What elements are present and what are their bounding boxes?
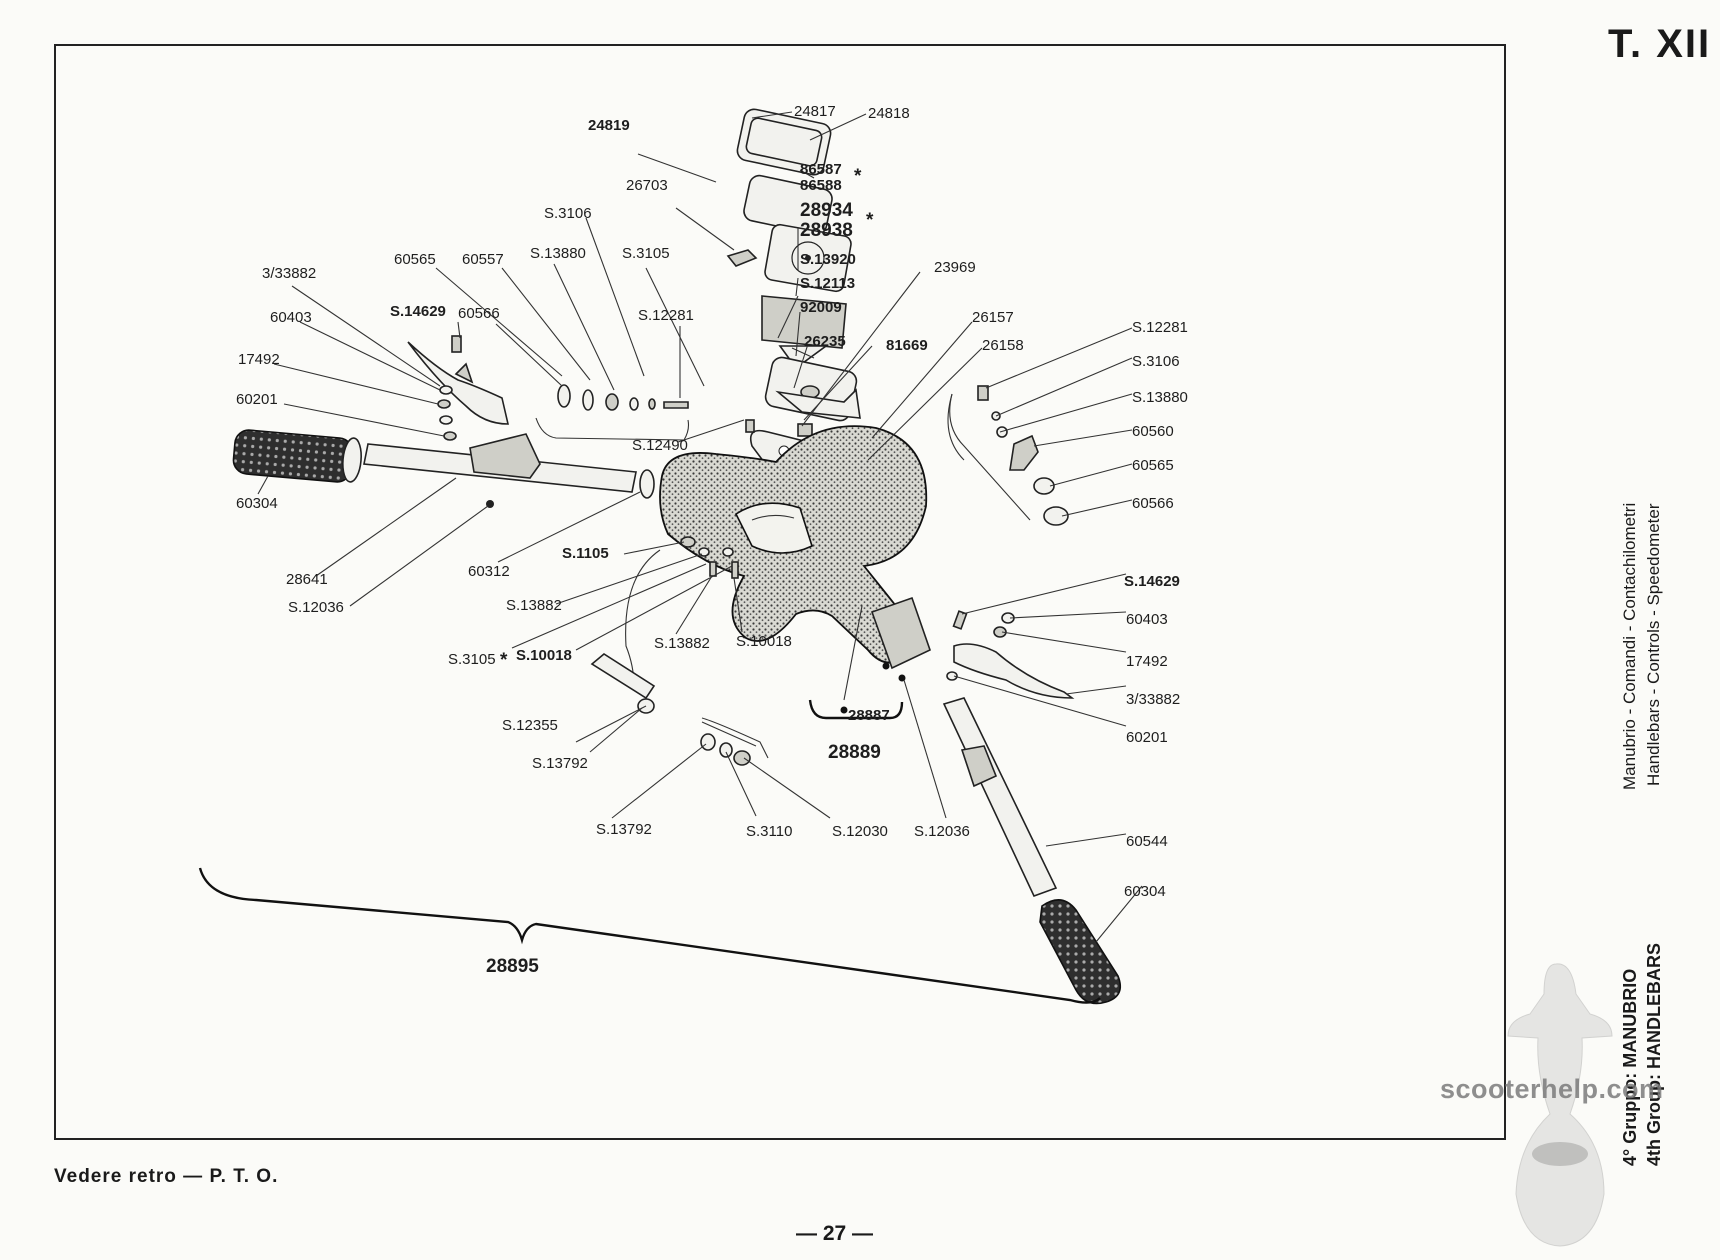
label-S3110: S.3110 — [746, 823, 792, 840]
label-3-33882-right: 3/33882 — [1126, 691, 1180, 708]
label-60201-right: 60201 — [1126, 729, 1168, 746]
label-S12036-bottom: S.12036 — [914, 823, 970, 840]
group-en-name: HANDLEBARS — [1644, 942, 1664, 1069]
hardware-center-left — [680, 536, 739, 579]
label-60560: 60560 — [1132, 423, 1174, 440]
label-S3106-right: S.3106 — [1132, 353, 1180, 370]
label-S13880-right: S.13880 — [1132, 389, 1188, 406]
label-60201-left: 60201 — [236, 391, 278, 408]
asterisk-S10018: * — [500, 650, 508, 671]
label-28889: 28889 — [828, 742, 881, 763]
table-code: T. XII — [1608, 22, 1712, 66]
label-17492-right: 17492 — [1126, 653, 1168, 670]
speedometer-bezel-24817 — [736, 108, 832, 176]
label-28938: 28938 — [800, 220, 853, 241]
label-S3105-left: S.3105 — [448, 651, 496, 668]
label-60566-right: 60566 — [1132, 495, 1174, 512]
label-S12490: S.12490 — [632, 437, 688, 454]
scooter-silhouette-logo — [1507, 963, 1613, 1247]
label-28641: 28641 — [286, 571, 328, 588]
section-title-it: Manubrio - Comandi - Contachilometri — [1620, 502, 1639, 790]
brake-lever-right — [953, 643, 1075, 699]
label-S13792-bottom: S.13792 — [596, 821, 652, 838]
group-it-name: MANUBRIO — [1620, 968, 1640, 1068]
label-S12036-left: S.12036 — [288, 599, 344, 616]
label-S13920: S.13920 — [800, 251, 856, 268]
speedometer-body — [761, 295, 847, 370]
page-number: — 27 — — [796, 1222, 874, 1245]
label-S13792-center: S.13792 — [532, 755, 588, 772]
label-28934: 28934 — [800, 200, 853, 221]
clip-26703 — [726, 249, 758, 267]
label-24817: 24817 — [794, 103, 836, 120]
speedometer-dial-28934 — [764, 223, 852, 293]
label-S10018-left: S.10018 — [516, 647, 572, 664]
label-60565-left: 60565 — [394, 251, 436, 268]
exploded-parts-diagram: 24817 24818 24819 86587 86588 * 26703 28… — [198, 103, 1188, 1005]
handlebar-tube-left-28641 — [363, 433, 655, 499]
label-60566-left: 60566 — [458, 305, 500, 322]
asterisk-28934: * — [866, 210, 874, 231]
footer-note: Vedere retro — P. T. O. — [54, 1166, 279, 1187]
label-S1105: S.1105 — [562, 545, 609, 562]
label-60304-left: 60304 — [236, 495, 278, 512]
label-60403-right: 60403 — [1126, 611, 1168, 628]
leader-lines — [257, 111, 1143, 943]
label-28887: 28887 — [848, 707, 890, 724]
label-86587: 86587 — [800, 161, 842, 178]
handlebar-tube-right-60544 — [942, 697, 1058, 898]
label-3-33882-left: 3/33882 — [262, 265, 316, 282]
label-26158: 26158 — [982, 337, 1024, 354]
side-titles: Manubrio - Comandi - Contachilometri Han… — [1620, 110, 1700, 1180]
grip-left-60304 — [232, 429, 362, 483]
group-title-it: 4° Gruppo: MANUBRIO — [1620, 969, 1641, 1166]
label-92009: 92009 — [800, 299, 842, 316]
group-bracket-top — [535, 417, 690, 441]
label-S3106-top: S.3106 — [544, 205, 592, 222]
label-S10018-center: S.10018 — [736, 633, 792, 650]
label-S12355: S.12355 — [502, 717, 558, 734]
label-28895: 28895 — [486, 956, 539, 977]
part-labels: 24817 24818 24819 86587 86588 * 26703 28… — [236, 103, 1188, 977]
label-S14629-left: S.14629 — [390, 303, 446, 320]
label-24819: 24819 — [588, 117, 630, 134]
label-S12113: S.12113 — [800, 275, 855, 292]
label-81669: 81669 — [886, 337, 928, 354]
watermark: scooterhelp.com — [1440, 1074, 1664, 1104]
label-S13882-left: S.13882 — [506, 597, 562, 614]
label-S13882-center: S.13882 — [654, 635, 710, 652]
asterisk-86587: * — [854, 166, 862, 187]
handlebar-headset-28887 — [659, 425, 931, 670]
label-60304-right: 60304 — [1124, 883, 1166, 900]
brake-lever-left — [407, 341, 510, 425]
label-S14629-right: S.14629 — [1124, 573, 1180, 590]
grip-right-60304 — [1039, 899, 1122, 1005]
label-S13880-top: S.13880 — [530, 245, 586, 262]
label-60312: 60312 — [468, 563, 510, 580]
hardware-right-top — [977, 385, 1069, 526]
label-S3105-top: S.3105 — [622, 245, 670, 262]
label-17492-left: 17492 — [238, 351, 280, 368]
assembly-brace-28895 — [198, 867, 1101, 1004]
washers-bottom — [700, 733, 751, 766]
label-60557: 60557 — [462, 251, 504, 268]
diagram-frame: 24817 24818 24819 86587 86588 * 26703 28… — [54, 44, 1506, 1140]
label-23969: 23969 — [934, 259, 976, 276]
label-S12281-right: S.12281 — [1132, 319, 1188, 336]
label-60403-left: 60403 — [270, 309, 312, 326]
label-S12030: S.12030 — [832, 823, 888, 840]
group-title-en: 4th Group: HANDLEBARS — [1644, 943, 1665, 1166]
label-60544: 60544 — [1126, 833, 1168, 850]
label-S12281-top: S.12281 — [638, 307, 694, 324]
bracket-28889 — [808, 699, 904, 720]
label-26157: 26157 — [972, 309, 1014, 326]
label-26235: 26235 — [804, 333, 846, 350]
label-60565-right: 60565 — [1132, 457, 1174, 474]
bolt-S12355 — [590, 653, 656, 714]
label-86588: 86588 — [800, 177, 842, 194]
label-26703: 26703 — [626, 177, 668, 194]
label-24818: 24818 — [868, 105, 910, 122]
section-title-en: Handlebars - Controls - Speedometer — [1644, 503, 1663, 786]
